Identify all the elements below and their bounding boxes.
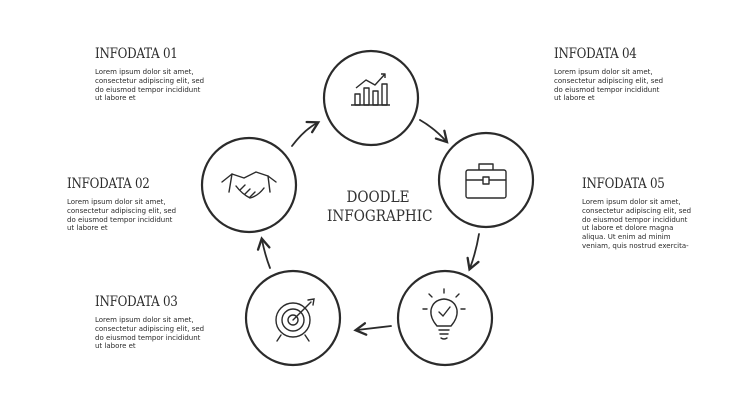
diagram-title: DOODLE INFOGRAPHIC	[327, 187, 433, 225]
arrow-4	[353, 322, 392, 336]
info-heading: INFODATA 04	[554, 46, 637, 62]
briefcase-icon	[465, 163, 507, 199]
arrow-3	[466, 233, 480, 272]
info-text: Lorem ipsum dolor sit amet, consectetur …	[95, 316, 205, 351]
info-heading: INFODATA 05	[582, 176, 665, 192]
circle-target	[244, 269, 342, 367]
info-text: Lorem ipsum dolor sit amet, consectetur …	[554, 68, 664, 103]
info-text: Lorem ipsum dolor sit amet, consectetur …	[67, 198, 177, 233]
circle-handshake	[200, 136, 298, 234]
circle-briefcase	[437, 131, 535, 229]
info-block-04: INFODATA 04 Lorem ipsum dolor sit amet, …	[554, 46, 664, 103]
info-block-02: INFODATA 02 Lorem ipsum dolor sit amet, …	[67, 176, 177, 233]
info-text: Lorem ipsum dolor sit amet, consectetur …	[582, 198, 692, 250]
target-icon	[275, 298, 315, 342]
chart-icon	[351, 73, 390, 106]
title-line-1: DOODLE	[346, 187, 410, 206]
info-heading: INFODATA 01	[95, 46, 178, 62]
lightbulb-icon	[422, 288, 466, 340]
title-line-2: INFOGRAPHIC	[327, 206, 433, 225]
arrow-5	[256, 236, 271, 269]
info-block-01: INFODATA 01 Lorem ipsum dolor sit amet, …	[95, 46, 205, 103]
arrow-2	[419, 119, 449, 144]
info-text: Lorem ipsum dolor sit amet, consectetur …	[95, 68, 205, 103]
circle-chart	[322, 49, 420, 147]
arrow-1	[291, 120, 321, 147]
info-block-05: INFODATA 05 Lorem ipsum dolor sit amet, …	[582, 176, 692, 251]
circle-lightbulb	[396, 269, 494, 367]
info-block-03: INFODATA 03 Lorem ipsum dolor sit amet, …	[95, 294, 205, 351]
info-heading: INFODATA 02	[67, 176, 150, 192]
info-heading: INFODATA 03	[95, 294, 178, 310]
handshake-icon	[221, 171, 277, 199]
